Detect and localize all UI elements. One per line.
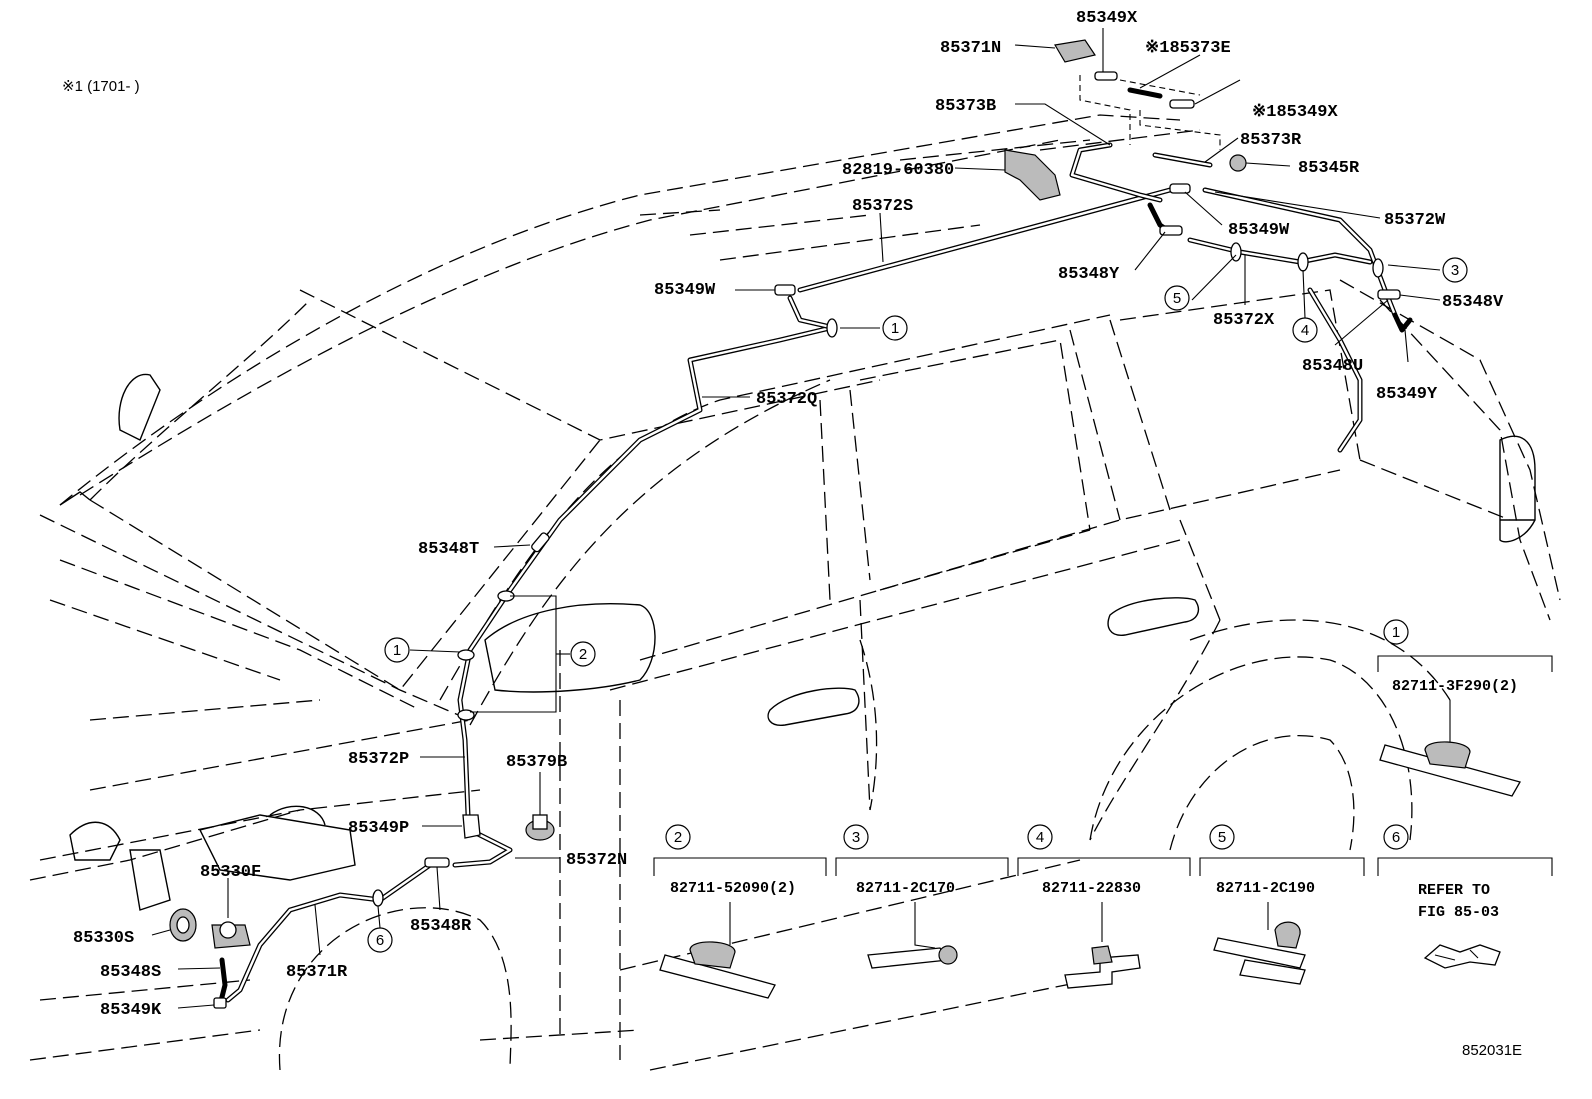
label-85349W-r: 85349W bbox=[1228, 221, 1290, 240]
svg-text:4: 4 bbox=[1301, 322, 1309, 339]
label-85348R: 85348R bbox=[410, 917, 472, 936]
legend-clip-1: 1 82711-3F290(2) bbox=[1377, 619, 1553, 797]
svg-text:3: 3 bbox=[852, 829, 860, 846]
legend-5-part: 82711-2C190 bbox=[1216, 880, 1315, 897]
figure-code: 852031E bbox=[1462, 1042, 1522, 1059]
label-85372X: 85372X bbox=[1213, 311, 1275, 330]
callout-labels: 85349X 85371N ※185373E 85373B ※185349X 8… bbox=[73, 9, 1504, 1020]
label-85372S: 85372S bbox=[852, 197, 913, 216]
vehicle-solid-features bbox=[59, 373, 1536, 911]
label-85349X-r: ※185349X bbox=[1252, 103, 1338, 122]
label-85379B: 85379B bbox=[506, 753, 567, 772]
label-85348U: 85348U bbox=[1302, 357, 1363, 376]
marker-5: 5 bbox=[1164, 285, 1190, 311]
svg-text:6: 6 bbox=[1392, 829, 1400, 846]
label-85373R: 85373R bbox=[1240, 131, 1302, 150]
svg-text:6: 6 bbox=[376, 932, 384, 949]
marker-2: 2 bbox=[570, 641, 596, 667]
legend-2-part: 82711-52090(2) bbox=[670, 880, 796, 897]
legend-4-part: 82711-22830 bbox=[1042, 880, 1141, 897]
legend-3-part: 82711-2C170 bbox=[856, 880, 955, 897]
legend-clip-4: 4 82711-22830 bbox=[1017, 824, 1191, 989]
svg-text:3: 3 bbox=[1451, 262, 1459, 279]
legend-clip-2: 2 82711-52090(2) bbox=[653, 824, 827, 999]
label-85372Q: 85372Q bbox=[756, 390, 817, 409]
label-85349X: 85349X bbox=[1076, 9, 1138, 28]
label-85330S: 85330S bbox=[73, 929, 134, 948]
svg-text:2: 2 bbox=[674, 829, 682, 846]
svg-text:5: 5 bbox=[1218, 829, 1226, 846]
label-82819-60380: 82819-60380 bbox=[842, 161, 954, 180]
label-85330F: 85330F bbox=[200, 863, 261, 882]
marker-3: 3 bbox=[1442, 257, 1468, 283]
label-85372W: 85372W bbox=[1384, 211, 1446, 230]
legend-1-part: 82711-3F290(2) bbox=[1392, 678, 1518, 695]
label-85349K: 85349K bbox=[100, 1001, 162, 1020]
label-85373B: 85373B bbox=[935, 97, 996, 116]
label-85372P: 85372P bbox=[348, 750, 409, 769]
marker-1-pillar: 1 bbox=[384, 637, 410, 663]
label-85349P: 85349P bbox=[348, 819, 409, 838]
label-85373E: ※185373E bbox=[1145, 39, 1231, 58]
label-85371N: 85371N bbox=[940, 39, 1001, 58]
vehicle-outline bbox=[29, 114, 1561, 1071]
applicability-note: ※1 (1701- ) bbox=[62, 78, 140, 95]
legend-clip-3: 3 82711-2C170 bbox=[835, 824, 1009, 969]
label-85348V: 85348V bbox=[1442, 293, 1504, 312]
label-85348S: 85348S bbox=[100, 963, 161, 982]
legend-clip-5: 5 82711-2C190 bbox=[1199, 824, 1365, 985]
legend-clip-6: 6 REFER TO FIG 85-03 bbox=[1377, 824, 1553, 969]
label-85349W-l: 85349W bbox=[654, 281, 716, 300]
svg-text:5: 5 bbox=[1173, 290, 1181, 307]
legend-6-ref-1: REFER TO bbox=[1418, 882, 1490, 899]
label-85372N: 85372N bbox=[566, 851, 627, 870]
label-85348T: 85348T bbox=[418, 540, 479, 559]
svg-text:4: 4 bbox=[1036, 829, 1044, 846]
marker-4: 4 bbox=[1292, 317, 1318, 343]
svg-text:1: 1 bbox=[393, 642, 401, 659]
label-85348Y: 85348Y bbox=[1058, 265, 1120, 284]
svg-text:2: 2 bbox=[579, 646, 587, 663]
label-85345R: 85345R bbox=[1298, 159, 1360, 178]
marker-6: 6 bbox=[367, 927, 393, 953]
label-85371R: 85371R bbox=[286, 963, 348, 982]
svg-text:1: 1 bbox=[891, 320, 899, 337]
parts bbox=[169, 39, 1401, 1009]
leader-lines bbox=[151, 28, 1441, 1009]
marker-1-roof: 1 bbox=[882, 315, 908, 341]
label-85349Y: 85349Y bbox=[1376, 385, 1438, 404]
legend-6-ref-2: FIG 85-03 bbox=[1418, 904, 1499, 921]
svg-text:1: 1 bbox=[1392, 624, 1400, 641]
